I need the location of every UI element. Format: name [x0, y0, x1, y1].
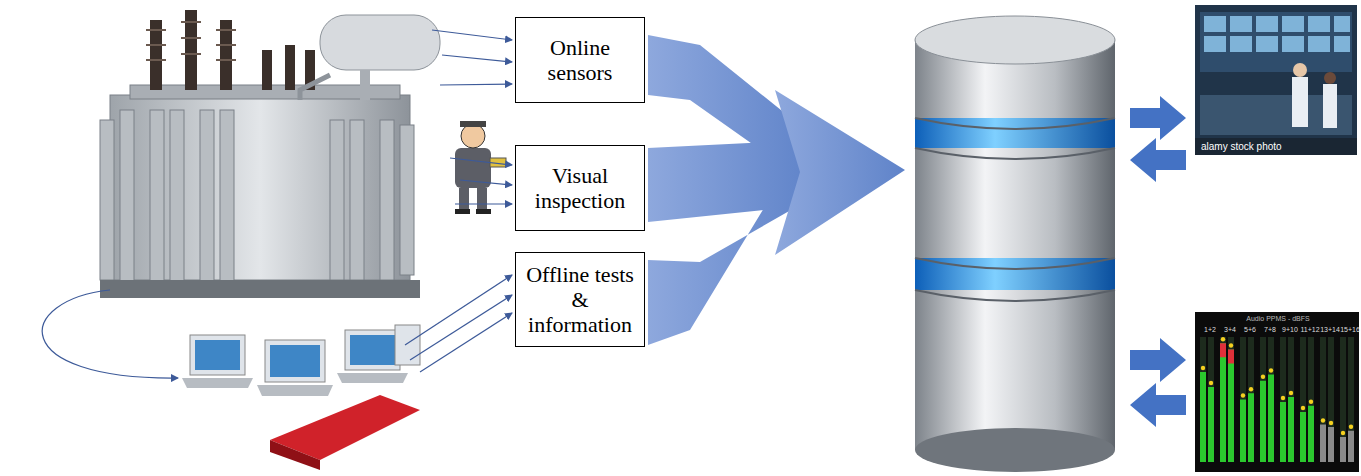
channel-label: 1+2 [1204, 325, 1216, 334]
control-room-photo [1195, 5, 1357, 155]
inspector [455, 121, 506, 214]
channel-label: 15+16 [1340, 325, 1360, 334]
meter-title: Audio PPMS - dBFS [1246, 314, 1309, 323]
process-box: Offline tests & information [515, 252, 645, 347]
box-label: Offline tests & information [520, 262, 640, 337]
channel-label: 3+4 [1224, 325, 1236, 334]
audio-meter [1195, 312, 1359, 472]
laptops [182, 325, 420, 470]
transformer [100, 10, 440, 298]
database [915, 16, 1115, 472]
channel-label: 7+8 [1264, 325, 1276, 334]
process-box: Online sensors [515, 17, 645, 103]
channel-label: 11+12 [1300, 325, 1319, 334]
box-label: Visual inspection [520, 163, 640, 213]
box-label: Online sensors [520, 35, 640, 85]
sensor-lines [42, 30, 512, 378]
channel-label: 9+10 [1282, 325, 1298, 334]
flow-arrow [648, 35, 905, 345]
process-box: Visual inspection [515, 145, 645, 231]
channel-label: 5+6 [1244, 325, 1256, 334]
channel-label: 13+14 [1320, 325, 1340, 334]
watermark: alamy stock photo [1199, 141, 1284, 153]
block-arrows [1130, 96, 1186, 427]
